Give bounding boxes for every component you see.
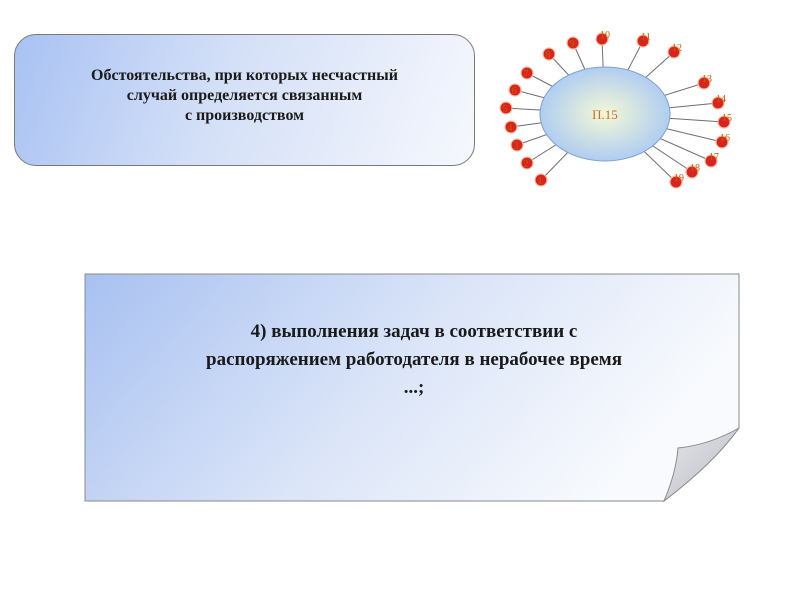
note-card-shape bbox=[84, 273, 740, 503]
spoke-node-label: 8 bbox=[546, 50, 551, 61]
spoke-node-2 bbox=[520, 156, 534, 170]
spoke-node-label: 18 bbox=[690, 163, 700, 174]
spoke-node-label: 10 bbox=[600, 30, 610, 41]
spoke-node-label: 2 bbox=[524, 159, 529, 170]
spoke-node-label: 3 bbox=[514, 141, 519, 152]
spoke-node-label: 11 bbox=[641, 32, 651, 43]
spoke-node-label: 4 bbox=[508, 123, 513, 134]
spoke-node-18 bbox=[685, 165, 699, 179]
spoke-node-label: 16 bbox=[720, 133, 730, 144]
spoke-node-17 bbox=[704, 154, 718, 168]
slide-title: Обстоятельства, при которых несчастный с… bbox=[91, 67, 398, 124]
spoke-node-label: 13 bbox=[702, 74, 712, 85]
spoke-node-10 bbox=[595, 32, 609, 46]
spoke-node-16 bbox=[715, 135, 729, 149]
title-box: Обстоятельства, при которых несчастный с… bbox=[14, 34, 475, 166]
spoke-node-label: 5 bbox=[503, 104, 508, 115]
spoke-node-4 bbox=[504, 120, 518, 134]
center-label: П.15 bbox=[592, 107, 618, 122]
spoke-node-19 bbox=[669, 175, 683, 189]
note-card: 4) выполнения задач в соответствии с рас… bbox=[84, 273, 740, 503]
spoke-node-13 bbox=[697, 76, 711, 90]
note-card-curl bbox=[662, 427, 740, 503]
spoke-node-11 bbox=[636, 34, 650, 48]
spoke-node-15 bbox=[717, 115, 731, 129]
spoke-node-label: 6 bbox=[512, 86, 517, 97]
spoke-node-9 bbox=[566, 36, 580, 50]
spoke-node-7 bbox=[520, 66, 534, 80]
spoke-node-14 bbox=[711, 96, 725, 110]
spoke-node-12 bbox=[667, 45, 681, 59]
spoke-node-5 bbox=[499, 101, 513, 115]
spoke-node-label: 9 bbox=[570, 39, 575, 50]
spoke-node-label: 7 bbox=[524, 69, 529, 80]
spoke-node-label: 12 bbox=[672, 43, 682, 54]
center-ellipse bbox=[539, 66, 671, 162]
spoke-node-label: 1 bbox=[538, 176, 543, 187]
note-text: 4) выполнения задач в соответствии с рас… bbox=[206, 321, 622, 398]
spoke-node-8 bbox=[542, 47, 556, 61]
spoke-node-label: 14 bbox=[716, 94, 726, 105]
spoke-node-label: 17 bbox=[709, 152, 719, 163]
spoke-node-label: 15 bbox=[722, 113, 732, 124]
spoke-node-6 bbox=[508, 83, 522, 97]
spoke-node-3 bbox=[510, 138, 524, 152]
spoke-node-1 bbox=[534, 173, 548, 187]
spoke-node-label: 19 bbox=[674, 173, 684, 184]
